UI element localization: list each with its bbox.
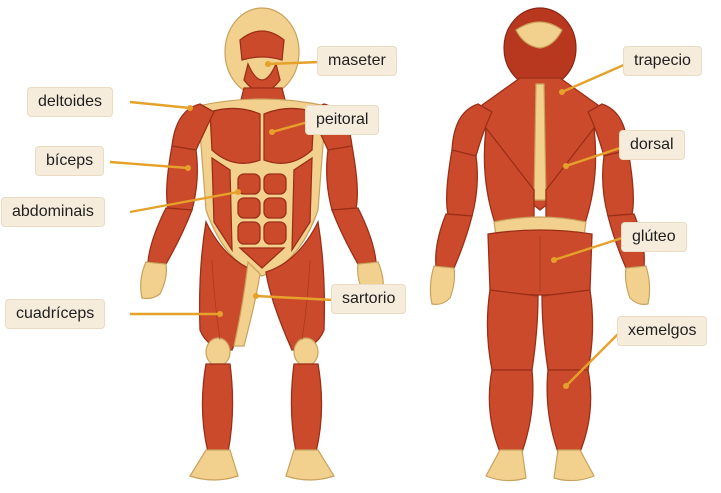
front-pectoral-left — [210, 108, 260, 163]
front-forearm-right — [332, 208, 376, 264]
back-triceps-left — [447, 150, 478, 216]
back-body-figure — [430, 8, 649, 481]
label-maseter: maseter — [318, 47, 396, 75]
back-hamstring-left — [487, 290, 538, 370]
front-foot-left — [190, 450, 238, 480]
front-foot-right — [286, 450, 334, 480]
back-triceps-right — [603, 150, 634, 216]
back-hand-right — [626, 266, 650, 304]
front-shin-right — [291, 364, 321, 452]
front-forearm-left — [148, 208, 192, 264]
front-shin-left — [202, 364, 232, 452]
front-knee-left — [206, 338, 230, 366]
front-biceps-right — [327, 146, 358, 210]
back-foot-right — [554, 450, 594, 481]
front-knee-right — [294, 338, 318, 366]
front-forehead-muscle — [240, 31, 284, 60]
back-spine-tendon — [534, 84, 546, 200]
label-biceps: bíceps — [36, 147, 103, 175]
label-trapecio: trapecio — [624, 47, 701, 75]
label-deltoides: deltoides — [28, 88, 112, 116]
label-cuadriceps: cuadríceps — [6, 300, 104, 328]
label-gluteo: glúteo — [622, 223, 686, 251]
label-xemelgos: xemelgos — [618, 317, 706, 345]
label-peitoral: peitoral — [306, 106, 378, 134]
back-foot-left — [486, 450, 526, 481]
label-sartorio: sartorio — [332, 285, 405, 313]
back-hand-left — [430, 266, 454, 304]
leader-line-deltoides — [130, 102, 190, 108]
front-body-figure — [141, 8, 384, 480]
back-calf-left — [489, 370, 533, 452]
back-hamstring-right — [542, 290, 593, 370]
back-forearm-left — [436, 214, 472, 268]
label-abdominais: abdominais — [2, 198, 104, 226]
front-hand-left — [141, 262, 167, 299]
label-dorsal: dorsal — [620, 131, 684, 159]
